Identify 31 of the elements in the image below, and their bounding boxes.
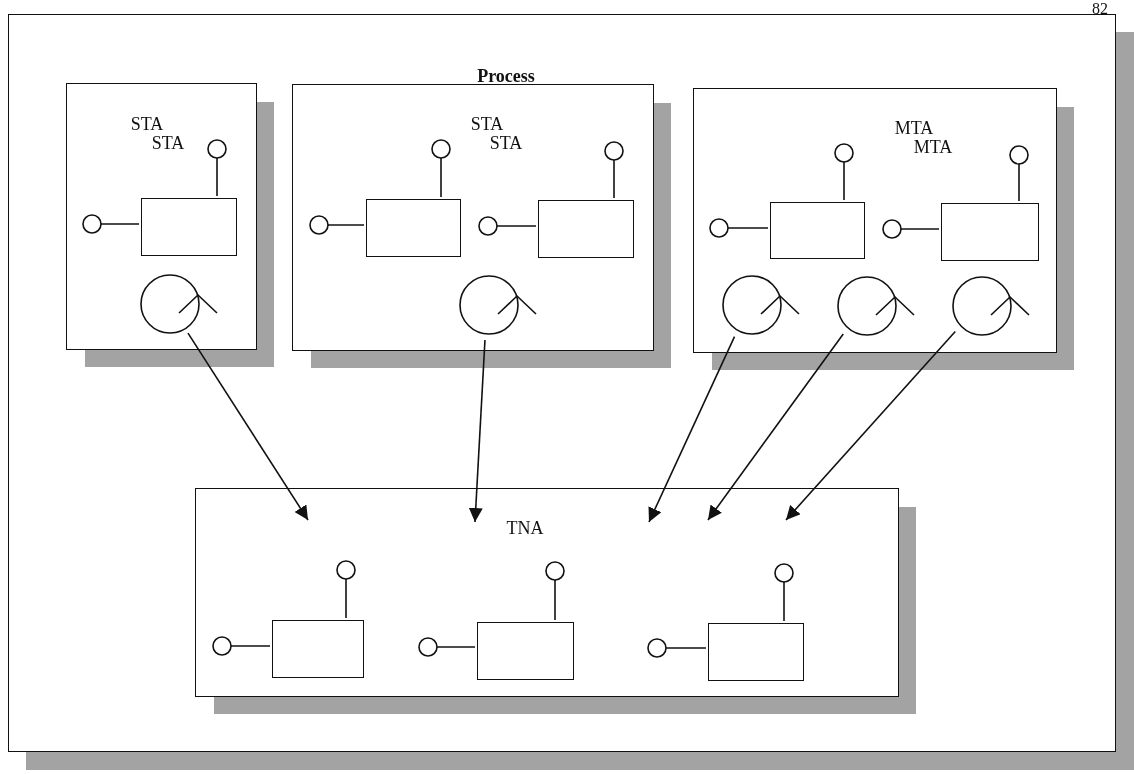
module-box	[770, 202, 865, 259]
module-box	[141, 198, 237, 256]
unit-box	[66, 83, 257, 350]
module-box	[272, 620, 364, 678]
rotation-symbol	[952, 276, 1031, 336]
module-box	[708, 623, 804, 681]
box-label: MTA	[894, 119, 934, 137]
unit-box	[195, 488, 899, 697]
arrow	[187, 332, 309, 521]
box-label: STA	[151, 134, 185, 152]
module-box	[538, 200, 634, 258]
module-box	[366, 199, 461, 257]
arrow	[707, 333, 845, 521]
box-label: STA	[470, 115, 504, 133]
rotation-symbol	[837, 276, 916, 336]
page-number: 82	[1092, 1, 1108, 17]
rotation-symbol	[140, 274, 219, 334]
module-box	[477, 622, 574, 680]
rotation-symbol	[722, 275, 801, 335]
box-label: TNA	[506, 519, 544, 537]
box-label: MTA	[913, 138, 953, 156]
box-label: STA	[489, 134, 523, 152]
module-box	[941, 203, 1039, 261]
box-label: STA	[130, 115, 164, 133]
arrow	[468, 339, 486, 523]
unit-box	[693, 88, 1057, 353]
arrow	[648, 335, 736, 523]
rotation-symbol	[459, 275, 538, 335]
unit-box	[292, 84, 654, 351]
arrow	[785, 330, 957, 521]
frame-title: Process	[477, 67, 535, 85]
